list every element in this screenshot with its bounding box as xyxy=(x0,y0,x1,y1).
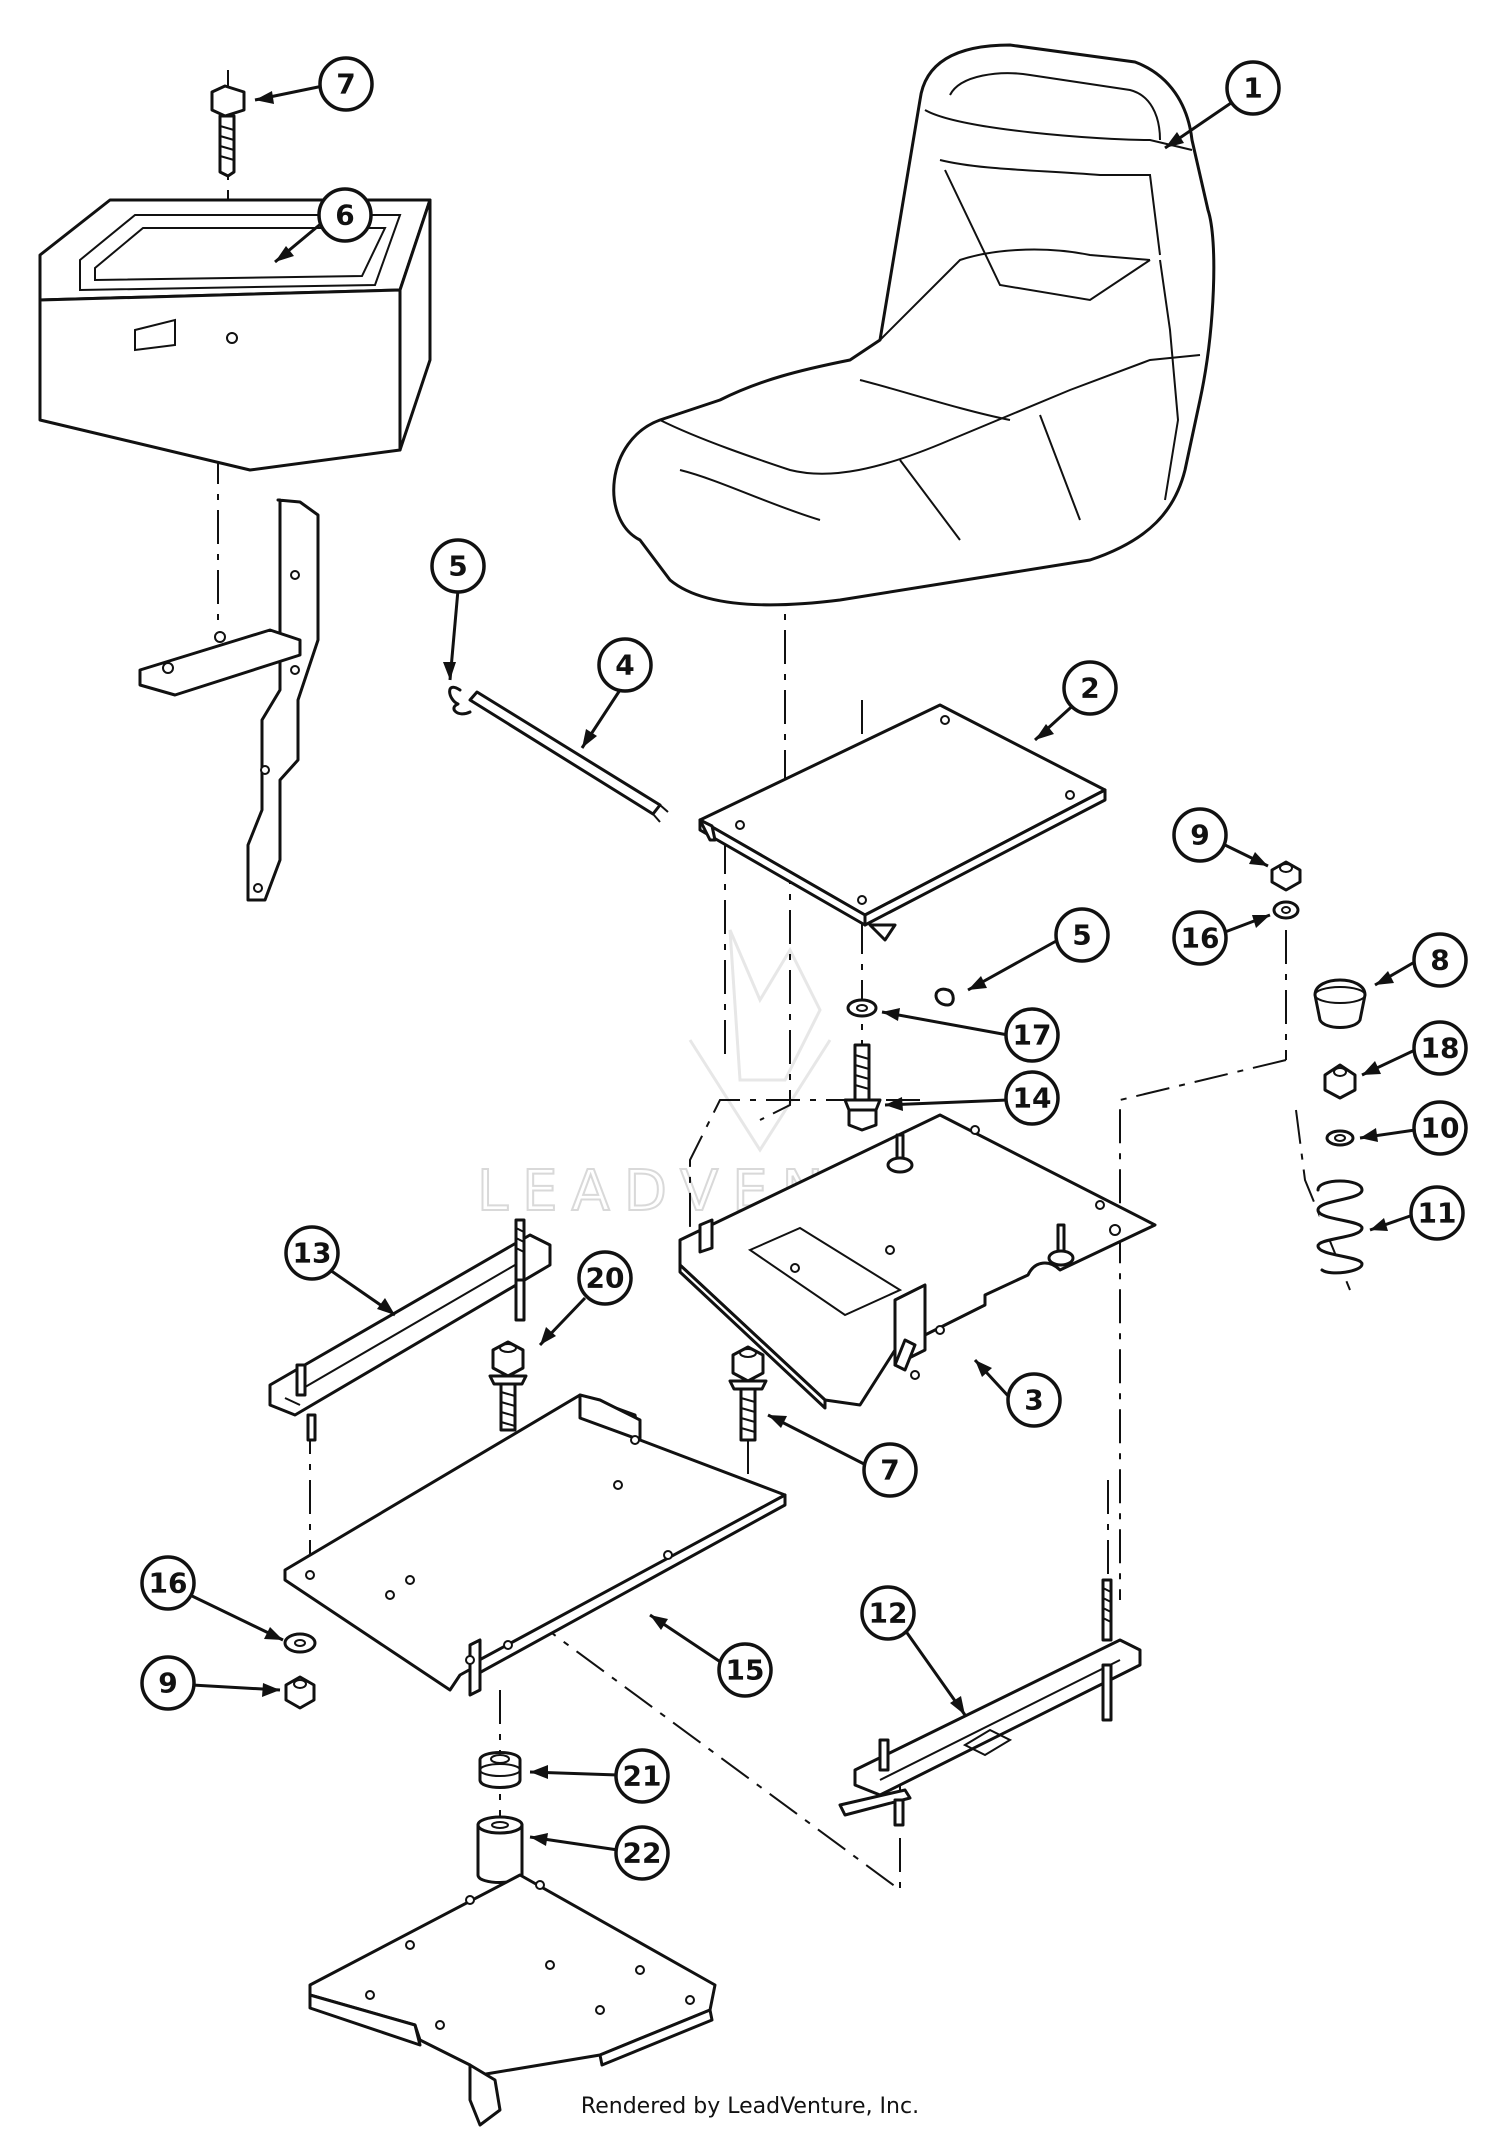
e-clip-left xyxy=(448,685,472,716)
svg-text:20: 20 xyxy=(586,1262,625,1295)
seat-mounting-plate xyxy=(698,703,1107,942)
svg-text:9: 9 xyxy=(158,1667,177,1700)
seat-frame xyxy=(678,1113,1157,1410)
pivot-pin xyxy=(468,690,669,823)
svg-text:2: 2 xyxy=(1080,672,1099,705)
callout-14: 14 xyxy=(1004,1070,1060,1126)
base-mounting-plate xyxy=(283,1393,787,1697)
svg-text:5: 5 xyxy=(448,550,467,583)
callout-3: 3 xyxy=(1006,1372,1062,1428)
washer-17 xyxy=(846,998,878,1018)
washer-16-left xyxy=(283,1632,317,1654)
callout-17: 17 xyxy=(1004,1007,1060,1063)
svg-text:1: 1 xyxy=(1243,72,1262,105)
footer-credit: Rendered by LeadVenture, Inc. xyxy=(580,2094,920,2119)
spring xyxy=(1316,1179,1364,1275)
svg-text:10: 10 xyxy=(1421,1112,1460,1145)
callout-8: 8 xyxy=(1412,932,1468,988)
svg-text:22: 22 xyxy=(623,1837,662,1870)
svg-text:7: 7 xyxy=(880,1454,899,1487)
washer-16-top xyxy=(1272,900,1300,920)
tool-box xyxy=(38,198,432,472)
nut-9-left xyxy=(284,1675,316,1710)
knob-cap xyxy=(1313,978,1367,1029)
svg-text:14: 14 xyxy=(1013,1082,1052,1115)
svg-text:16: 16 xyxy=(149,1567,188,1600)
nut-9-top xyxy=(1270,860,1302,892)
callout-22: 22 xyxy=(614,1825,670,1881)
tool-box-bracket xyxy=(138,498,320,902)
callout-7-top: 7 xyxy=(318,56,374,112)
svg-text:6: 6 xyxy=(335,199,354,232)
svg-text:8: 8 xyxy=(1430,944,1449,977)
callout-9-top: 9 xyxy=(1172,807,1228,863)
callout-13: 13 xyxy=(284,1225,340,1281)
svg-text:5: 5 xyxy=(1072,919,1091,952)
callout-15: 15 xyxy=(717,1642,773,1698)
callout-18: 18 xyxy=(1412,1020,1468,1076)
e-clip-right xyxy=(934,987,955,1007)
callout-10: 10 xyxy=(1412,1100,1468,1156)
callout-1: 1 xyxy=(1225,60,1281,116)
nut-18 xyxy=(1323,1063,1357,1100)
bolt-top xyxy=(210,84,246,178)
svg-text:3: 3 xyxy=(1024,1384,1043,1417)
spacer xyxy=(476,1815,524,1884)
svg-text:13: 13 xyxy=(293,1237,332,1270)
bolt-14 xyxy=(843,1043,882,1132)
svg-text:12: 12 xyxy=(869,1597,908,1630)
callout-16-top: 16 xyxy=(1172,910,1228,966)
svg-text:18: 18 xyxy=(1421,1032,1460,1065)
callout-20: 20 xyxy=(577,1250,633,1306)
callout-7-mid: 7 xyxy=(862,1442,918,1498)
grommet xyxy=(478,1751,522,1789)
callout-11: 11 xyxy=(1409,1185,1465,1241)
callout-5-mid: 5 xyxy=(1054,907,1110,963)
washer-10 xyxy=(1325,1129,1355,1147)
callout-16-left: 16 xyxy=(140,1555,196,1611)
floor-plate xyxy=(308,1873,717,2127)
seat-slide-left xyxy=(268,1218,552,1442)
callout-9-left: 9 xyxy=(140,1655,196,1711)
svg-text:7: 7 xyxy=(336,68,355,101)
svg-text:15: 15 xyxy=(726,1654,765,1687)
seat xyxy=(612,43,1216,607)
bolt-middle xyxy=(728,1345,768,1442)
callouts: 1 2 3 4 5 5 xyxy=(140,56,1468,1881)
svg-text:16: 16 xyxy=(1181,922,1220,955)
svg-text:17: 17 xyxy=(1013,1019,1052,1052)
seat-slide-right xyxy=(838,1578,1142,1827)
svg-text:4: 4 xyxy=(615,649,634,682)
callout-6: 6 xyxy=(317,187,373,243)
svg-text:11: 11 xyxy=(1418,1197,1457,1230)
callout-21: 21 xyxy=(614,1748,670,1804)
svg-text:21: 21 xyxy=(623,1760,662,1793)
bolt-20 xyxy=(488,1340,528,1432)
svg-text:9: 9 xyxy=(1190,819,1209,852)
watermark-logo xyxy=(688,929,832,1153)
callout-4: 4 xyxy=(597,637,653,693)
callout-5-top: 5 xyxy=(430,538,486,594)
callout-2: 2 xyxy=(1062,660,1118,716)
callout-12: 12 xyxy=(860,1585,916,1641)
